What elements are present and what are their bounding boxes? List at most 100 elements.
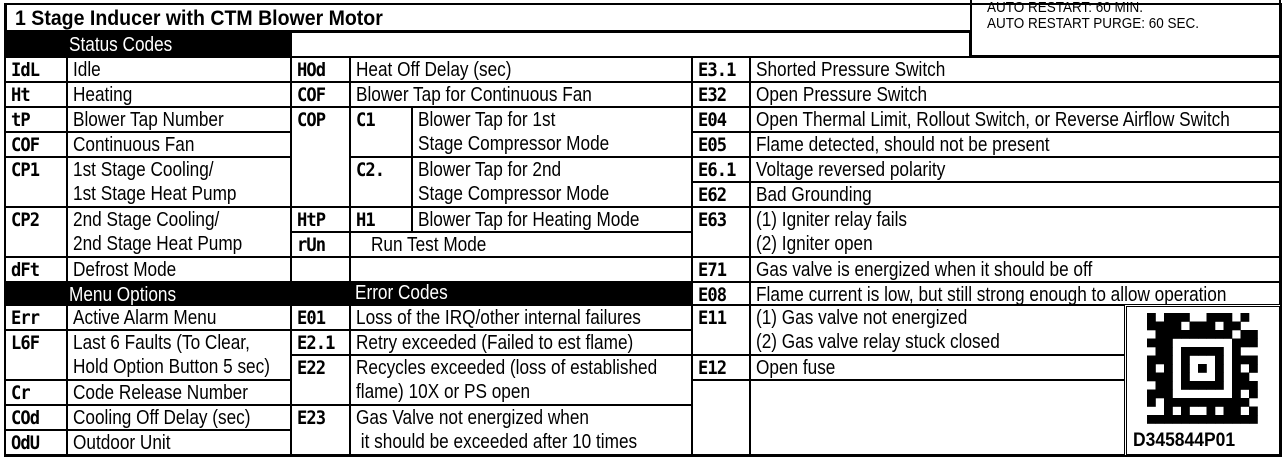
barcode-module [1164, 406, 1173, 416]
barcode-module [1215, 415, 1224, 424]
barcode-module [1223, 415, 1233, 424]
barcode-module [1240, 372, 1250, 382]
barcode-module [1206, 381, 1216, 390]
status-description: Continuous Fan [67, 132, 291, 157]
barcode-module [1189, 381, 1199, 390]
status-description: Run Test Mode [350, 232, 692, 257]
barcode-module [1249, 381, 1258, 390]
status-code: tP [5, 107, 67, 132]
barcode-module [1172, 321, 1182, 331]
barcode-module [1215, 364, 1224, 373]
code-glyph: tP [11, 109, 31, 131]
code-glyph: E11 [698, 307, 727, 329]
barcode-module [1223, 406, 1233, 416]
error-code: E04 [692, 107, 750, 132]
code-glyph: OdU [11, 432, 40, 454]
barcode-module [1155, 381, 1165, 390]
sub-description: Blower Tap for 2nd Stage Compressor Mode [412, 157, 692, 207]
code-description: Retry exceeded (Failed to est flame) [356, 332, 634, 354]
code-description: Idle [73, 59, 101, 81]
barcode-module [1249, 389, 1258, 399]
barcode-module [1155, 415, 1165, 424]
barcode-module [1232, 364, 1241, 373]
barcode-module [1164, 338, 1173, 348]
code-glyph: CP2 [11, 209, 40, 231]
code-description: Voltage reversed polarity [756, 159, 946, 181]
code-description: Blower Tap for 2nd Stage Compressor Mode [418, 159, 610, 205]
barcode-module [1164, 347, 1173, 356]
status-description: 1st Stage Cooling/ 1st Stage Heat Pump [67, 157, 291, 207]
code-glyph: HOd [297, 59, 326, 81]
barcode-module [1249, 355, 1258, 365]
barcode-module [1172, 330, 1182, 339]
barcode-module [1155, 372, 1165, 382]
barcode-module [1181, 330, 1190, 339]
barcode-module [1223, 398, 1233, 407]
barcode-module [1240, 381, 1250, 390]
status-description: Blower Tap for Continuous Fan [350, 82, 692, 107]
data-matrix-barcode-icon [1147, 313, 1258, 424]
error-description: Retry exceeded (Failed to est flame) [350, 330, 692, 355]
error-code: E3.1 [692, 57, 750, 82]
barcode-module [1223, 313, 1233, 322]
barcode-module [1147, 364, 1156, 373]
code-description: Open Pressure Switch [756, 84, 928, 106]
barcode-module [1189, 321, 1199, 331]
code-glyph: L6F [11, 332, 40, 354]
barcode-module [1147, 398, 1156, 407]
code-glyph: CP1 [11, 159, 40, 181]
barcode-module [1189, 398, 1199, 407]
code-glyph: IdL [11, 59, 40, 81]
barcode-module [1198, 347, 1207, 356]
code-description: (1) Gas valve not energized (2) Gas valv… [756, 307, 1000, 353]
barcode-module [1215, 347, 1224, 356]
error-code: E11 [692, 305, 750, 355]
barcode-module [1232, 381, 1241, 390]
section-heading: Status Codes [69, 34, 173, 56]
status-code: CP2 [5, 207, 67, 257]
barcode-module [1232, 347, 1241, 356]
sub-code: C2. [350, 157, 412, 207]
code-glyph: E05 [698, 134, 727, 156]
error-description: Open fuse [750, 355, 1125, 380]
barcode-module [1215, 381, 1224, 390]
barcode-module [1198, 398, 1207, 407]
barcode-module [1164, 355, 1173, 365]
barcode-module [1172, 415, 1182, 424]
error-codes-header: Error Codes [355, 282, 448, 304]
error-description: Loss of the IRQ/other internal failures [350, 305, 692, 330]
error-code: E12 [692, 355, 750, 380]
barcode-module [1164, 389, 1173, 399]
barcode-module [1249, 338, 1258, 348]
error-description: Shorted Pressure Switch [750, 57, 1280, 82]
barcode-module [1181, 398, 1190, 407]
barcode-module [1232, 321, 1241, 331]
menu-options-header: Menu Options [5, 282, 692, 306]
barcode-module [1147, 338, 1156, 348]
code-glyph: E71 [698, 259, 727, 281]
barcode-module [1232, 406, 1241, 416]
code-description: Continuous Fan [73, 134, 195, 156]
barcode-module [1198, 321, 1207, 331]
section-heading: Menu Options [69, 284, 177, 306]
barcode-module [1232, 355, 1241, 365]
code-glyph: H1 [356, 209, 376, 231]
barcode-module [1147, 372, 1156, 382]
barcode-module [1189, 347, 1199, 356]
barcode-module [1206, 313, 1216, 322]
barcode-module [1215, 372, 1224, 382]
error-description: Open Pressure Switch [750, 82, 1280, 107]
barcode-module [1155, 355, 1165, 365]
barcode-module [1249, 364, 1258, 373]
code-description: (1) Igniter relay fails (2) Igniter open [756, 209, 908, 255]
sub-code: C1 [350, 107, 412, 157]
barcode-module [1215, 313, 1224, 322]
code-glyph: Cr [11, 382, 31, 404]
code-glyph: E08 [698, 284, 727, 306]
barcode-module [1164, 415, 1173, 424]
status-description: Heating [67, 82, 291, 107]
error-code: E6.1 [692, 157, 750, 182]
barcode-module [1147, 321, 1156, 331]
error-code: E71 [692, 257, 750, 282]
status-codes-header: Status Codes [5, 32, 291, 57]
